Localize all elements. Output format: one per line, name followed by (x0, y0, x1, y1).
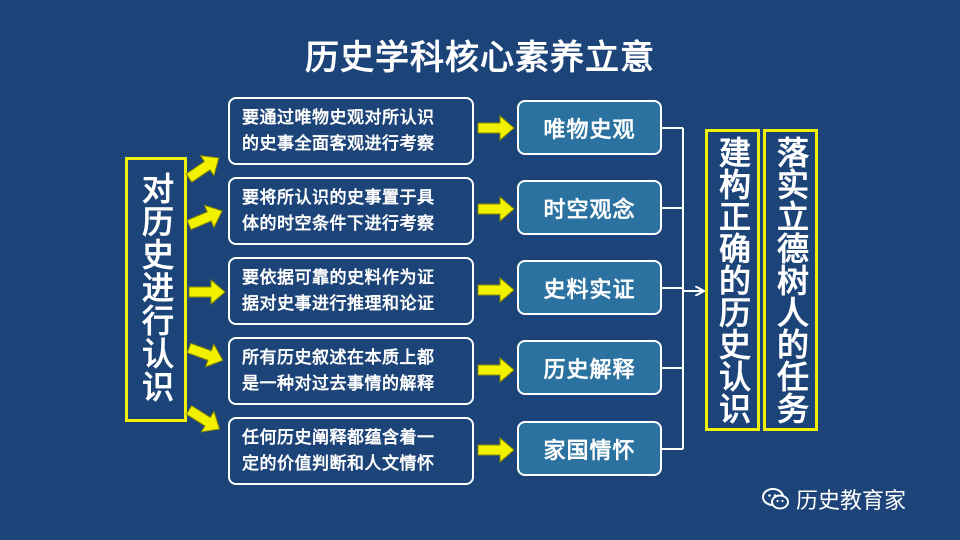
page-title: 历史学科核心素养立意 (305, 38, 655, 78)
task-label-box: 落实立德树人的任务 (763, 129, 818, 431)
watermark: 历史教育家 (762, 484, 906, 514)
task-label: 落实立德树人的任务 (772, 136, 810, 424)
build-label: 建构正确的历史认识 (714, 136, 752, 424)
desc-box-5: 任何历史阐释都蕴含着一 定的价值判断和人文情怀 (228, 417, 474, 485)
row-arrow-icon (477, 276, 515, 304)
fan-arrow-icon (185, 405, 221, 433)
desc-line: 要将所认识的史事置于具 (242, 188, 435, 208)
desc-line: 是一种对过去事情的解释 (242, 374, 435, 394)
desc-box-1: 要通过唯物史观对所认识 的史事全面客观进行考察 (228, 97, 474, 165)
row-arrow-icon (477, 114, 515, 142)
desc-line: 要通过唯物史观对所认识 (242, 108, 435, 128)
desc-box-4: 所有历史叙述在本质上都 是一种对过去事情的解释 (228, 337, 474, 405)
desc-line: 要依据可靠的史料作为证 (242, 268, 435, 288)
left-label-box: 对历史进行认识 (125, 157, 187, 422)
concept-box-5: 家国情怀 (517, 421, 662, 476)
left-label: 对历史进行认识 (137, 172, 175, 403)
desc-box-3: 要依据可靠的史料作为证 据对史事进行推理和论证 (228, 257, 474, 325)
desc-line: 的史事全面客观进行考察 (242, 134, 435, 154)
build-label-box: 建构正确的历史认识 (705, 129, 760, 431)
fan-arrow-icon (185, 155, 220, 183)
fan-arrow-icon (188, 278, 226, 306)
desc-line: 所有历史叙述在本质上都 (242, 348, 435, 368)
concept-box-2: 时空观念 (517, 180, 662, 235)
desc-line: 体的时空条件下进行考察 (242, 214, 435, 234)
concept-box-1: 唯物史观 (517, 100, 662, 155)
wechat-icon (762, 488, 789, 510)
concept-box-4: 历史解释 (517, 340, 662, 395)
fan-arrow-icon (186, 204, 223, 231)
row-arrow-icon (477, 195, 515, 223)
row-arrow-icon (477, 356, 515, 384)
fan-arrow-icon (186, 342, 224, 368)
concept-box-3: 史料实证 (517, 260, 662, 315)
row-arrow-icon (477, 436, 515, 464)
desc-line: 任何历史阐释都蕴含着一 (242, 428, 435, 448)
desc-box-2: 要将所认识的史事置于具 体的时空条件下进行考察 (228, 177, 474, 245)
desc-line: 据对史事进行推理和论证 (242, 294, 435, 314)
watermark-text: 历史教育家 (796, 489, 907, 514)
desc-line: 定的价值判断和人文情怀 (242, 454, 435, 474)
